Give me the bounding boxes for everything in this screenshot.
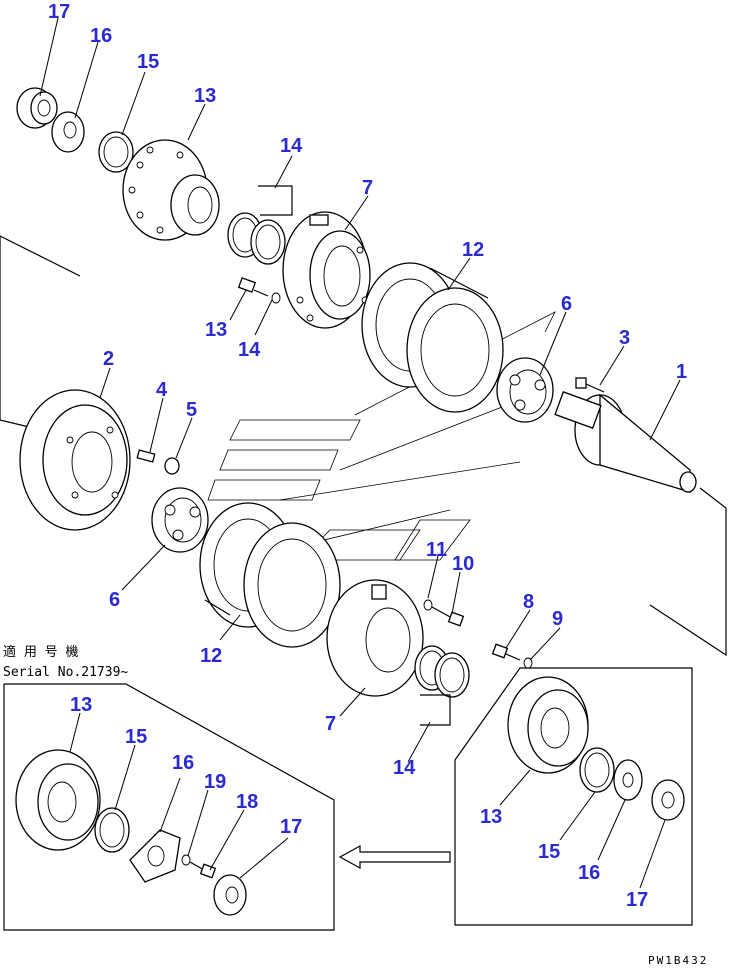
part-17-nut-right [651, 779, 685, 821]
callout-17: 17 [48, 1, 70, 23]
leader-lines [39, 17, 681, 889]
callout-2: 2 [103, 348, 114, 370]
callout-13: 13 [70, 694, 92, 716]
callout-12: 12 [200, 645, 222, 667]
callout-7: 7 [325, 713, 336, 735]
callout-17: 17 [280, 816, 302, 838]
callout-15: 15 [137, 51, 159, 73]
part-10-bolt [431, 606, 465, 627]
part-7-housing-top [282, 211, 371, 329]
callout-16: 16 [578, 862, 600, 884]
part-14-seal-rings-top [227, 185, 293, 265]
direction-arrow [338, 844, 451, 870]
serial-note: 適 用 号 機 Serial No.21739~ [3, 644, 128, 680]
callout-16: 16 [172, 752, 194, 774]
part-12-plates-top [361, 262, 504, 413]
part-2-ring-gear [19, 389, 131, 531]
part-14-seals-lower [414, 645, 470, 726]
part-17-nut-top [16, 87, 58, 129]
callout-8: 8 [523, 591, 534, 613]
serial-note-line1: 適 用 号 機 [3, 644, 78, 660]
callout-14: 14 [393, 757, 416, 779]
callout-9: 9 [552, 608, 563, 630]
callout-13: 13 [194, 85, 216, 107]
part-13-flange-top [122, 139, 220, 241]
callout-6: 6 [561, 293, 572, 315]
part-3-bolt [575, 377, 605, 393]
part-7-housing-lower [326, 579, 424, 697]
serial-note-line2: Serial No.21739~ [3, 665, 128, 680]
callout-15: 15 [538, 841, 560, 863]
part-19-washer [181, 854, 191, 866]
part-17-nut-left [213, 874, 247, 916]
part-13-flange-left [15, 749, 101, 851]
callout-12: 12 [462, 239, 484, 261]
part-4-bolt [136, 449, 156, 463]
part-11-washer [423, 599, 433, 611]
callout-1: 1 [676, 361, 687, 383]
part-15-ring-top [98, 131, 134, 173]
callout-16: 16 [90, 25, 112, 47]
callout-6: 6 [109, 589, 120, 611]
callout-19: 19 [204, 771, 226, 793]
part-16-lock-plate-right [613, 759, 643, 801]
inset-frame-left [3, 683, 335, 931]
callout-13: 13 [205, 319, 227, 341]
callout-labels: 17 16 15 13 14 7 13 14 12 6 3 1 2 4 5 6 … [48, 1, 687, 911]
part-6-bearing-top [496, 357, 554, 423]
callout-11: 11 [426, 539, 447, 561]
callout-3: 3 [619, 327, 630, 349]
callout-13: 13 [480, 806, 502, 828]
callout-14: 14 [238, 339, 261, 361]
part-5-nut [164, 457, 180, 475]
part-16-lock-plate-top [51, 111, 85, 153]
part-9-washer [523, 657, 533, 669]
part-13-flange-right [507, 676, 589, 774]
callout-17: 17 [626, 889, 648, 911]
part-6-bearing-left [151, 487, 209, 553]
callout-15: 15 [125, 726, 147, 748]
part-12-plates-left [199, 502, 341, 648]
part-15-ring-left [94, 807, 130, 853]
part-15-ring-right [579, 747, 615, 793]
callout-10: 10 [452, 553, 474, 575]
part-18-bolt [189, 861, 217, 879]
callout-5: 5 [186, 399, 197, 421]
callout-18: 18 [236, 791, 258, 813]
part-16-lock-plate-left [129, 829, 181, 883]
part-8-bolt [491, 643, 521, 661]
callout-14: 14 [280, 135, 303, 157]
inset-frame-right [454, 667, 693, 926]
part-13-14-bolt-top [237, 277, 281, 304]
callout-7: 7 [362, 177, 373, 199]
callout-4: 4 [156, 379, 168, 401]
part-1-shaft [554, 391, 697, 493]
drawing-code: PW1B432 [648, 954, 708, 967]
